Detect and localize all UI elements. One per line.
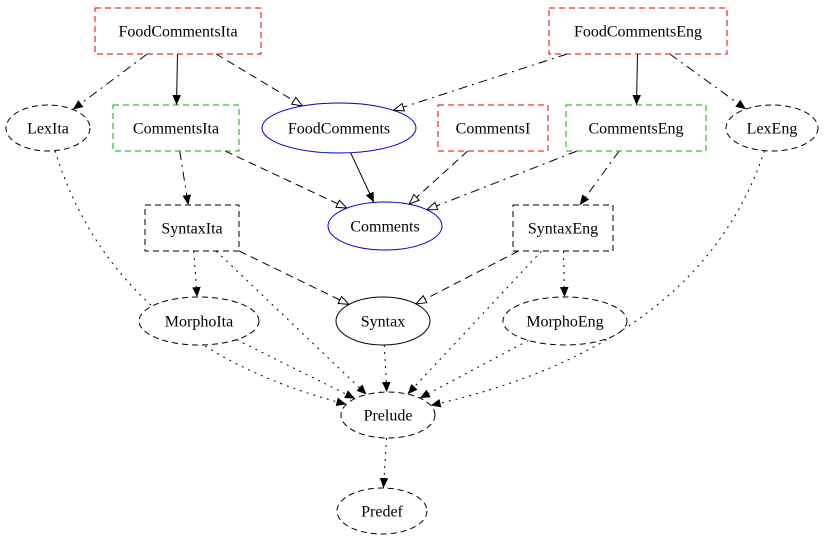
node-label-morphoita: MorphoIta — [165, 314, 233, 331]
node-label-syntaxita: SyntaxIta — [161, 221, 222, 238]
node-shape-syntaxeng — [512, 204, 614, 252]
node-syntaxeng: SyntaxEng — [512, 204, 614, 252]
edge-syntaxeng-to-morphoeng — [559, 250, 569, 298]
node-shape-foodcommentseng — [548, 7, 728, 55]
node-lexeng: LexEng — [725, 104, 819, 152]
node-shape-foodcommentsita — [94, 7, 262, 55]
edge-commentsita-to-syntaxita — [179, 150, 191, 206]
node-label-comments: Comments — [350, 219, 419, 236]
edge-morphoita-to-prelude — [236, 339, 356, 400]
edge-foodcommentsita-to-lexita — [72, 53, 148, 110]
node-label-commentsi: CommentsI — [456, 121, 531, 138]
node-shape-predef — [336, 487, 428, 535]
edge-syntaxita-to-syntax — [238, 250, 351, 306]
edge-foodcommentseng-to-commentseng — [632, 53, 641, 106]
node-label-lexeng: LexEng — [747, 121, 798, 138]
edge-foodcommentsita-to-commentsita — [172, 53, 181, 106]
edge-foodcomments-to-comments — [350, 152, 375, 203]
edge-syntaxeng-to-syntax — [414, 250, 519, 305]
node-shape-foodcomments — [261, 102, 417, 154]
node-shape-morphoita — [138, 296, 260, 346]
edge-syntax-to-prelude — [381, 344, 391, 393]
node-shape-comments — [327, 201, 443, 251]
edge-commentsi-to-comments — [407, 150, 469, 206]
node-syntaxita: SyntaxIta — [144, 204, 240, 252]
edge-prelude-to-predef — [379, 437, 389, 489]
node-shape-prelude — [340, 391, 436, 439]
edges-layer — [54, 53, 765, 489]
node-shape-syntaxita — [144, 204, 240, 252]
edge-foodcommentseng-to-foodcomments — [392, 53, 568, 112]
node-shape-morphoeng — [502, 296, 628, 346]
node-label-foodcommentsita: FoodCommentsIta — [118, 24, 237, 41]
node-shape-syntax — [335, 296, 431, 346]
node-shape-lexeng — [725, 104, 819, 152]
node-shape-commentsi — [437, 104, 549, 152]
node-commentsita: CommentsIta — [112, 104, 240, 152]
node-foodcomments: FoodComments — [261, 102, 417, 154]
edge-syntaxita-to-morphoita — [192, 250, 201, 298]
edge-commentseng-to-comments — [425, 150, 578, 211]
node-commentseng: CommentsEng — [565, 104, 707, 152]
edge-foodcommentseng-to-lexeng — [669, 53, 747, 110]
node-lexita: LexIta — [5, 104, 91, 152]
node-foodcommentseng: FoodCommentsEng — [548, 7, 728, 55]
node-syntax: Syntax — [335, 296, 431, 346]
node-label-commentseng: CommentsEng — [588, 121, 683, 138]
edge-morphoeng-to-prelude — [419, 339, 529, 399]
edge-foodcommentsita-to-foodcomments — [215, 53, 304, 107]
node-label-lexita: LexIta — [27, 121, 69, 138]
node-shape-commentsita — [112, 104, 240, 152]
node-predef: Predef — [336, 487, 428, 535]
node-prelude: Prelude — [340, 391, 436, 439]
edge-lexita-to-prelude — [54, 150, 347, 406]
node-label-syntaxeng: SyntaxEng — [528, 221, 598, 238]
edge-lexeng-to-prelude — [430, 150, 765, 408]
node-label-commentsita: CommentsIta — [133, 121, 219, 138]
node-label-morphoeng: MorphoEng — [526, 314, 603, 331]
edge-commentseng-to-syntaxeng — [579, 150, 620, 206]
node-shape-lexita — [5, 104, 91, 152]
node-shape-commentseng — [565, 104, 707, 152]
node-comments: Comments — [327, 201, 443, 251]
node-label-foodcomments: FoodComments — [288, 121, 390, 138]
node-foodcommentsita: FoodCommentsIta — [94, 7, 262, 55]
node-commentsi: CommentsI — [437, 104, 549, 152]
node-morphoita: MorphoIta — [138, 296, 260, 346]
node-label-syntax: Syntax — [361, 314, 405, 331]
node-label-prelude: Prelude — [364, 408, 413, 425]
node-morphoeng: MorphoEng — [502, 296, 628, 346]
node-label-predef: Predef — [361, 504, 403, 521]
edge-commentsita-to-comments — [224, 150, 349, 209]
node-label-foodcommentseng: FoodCommentsEng — [574, 24, 702, 41]
